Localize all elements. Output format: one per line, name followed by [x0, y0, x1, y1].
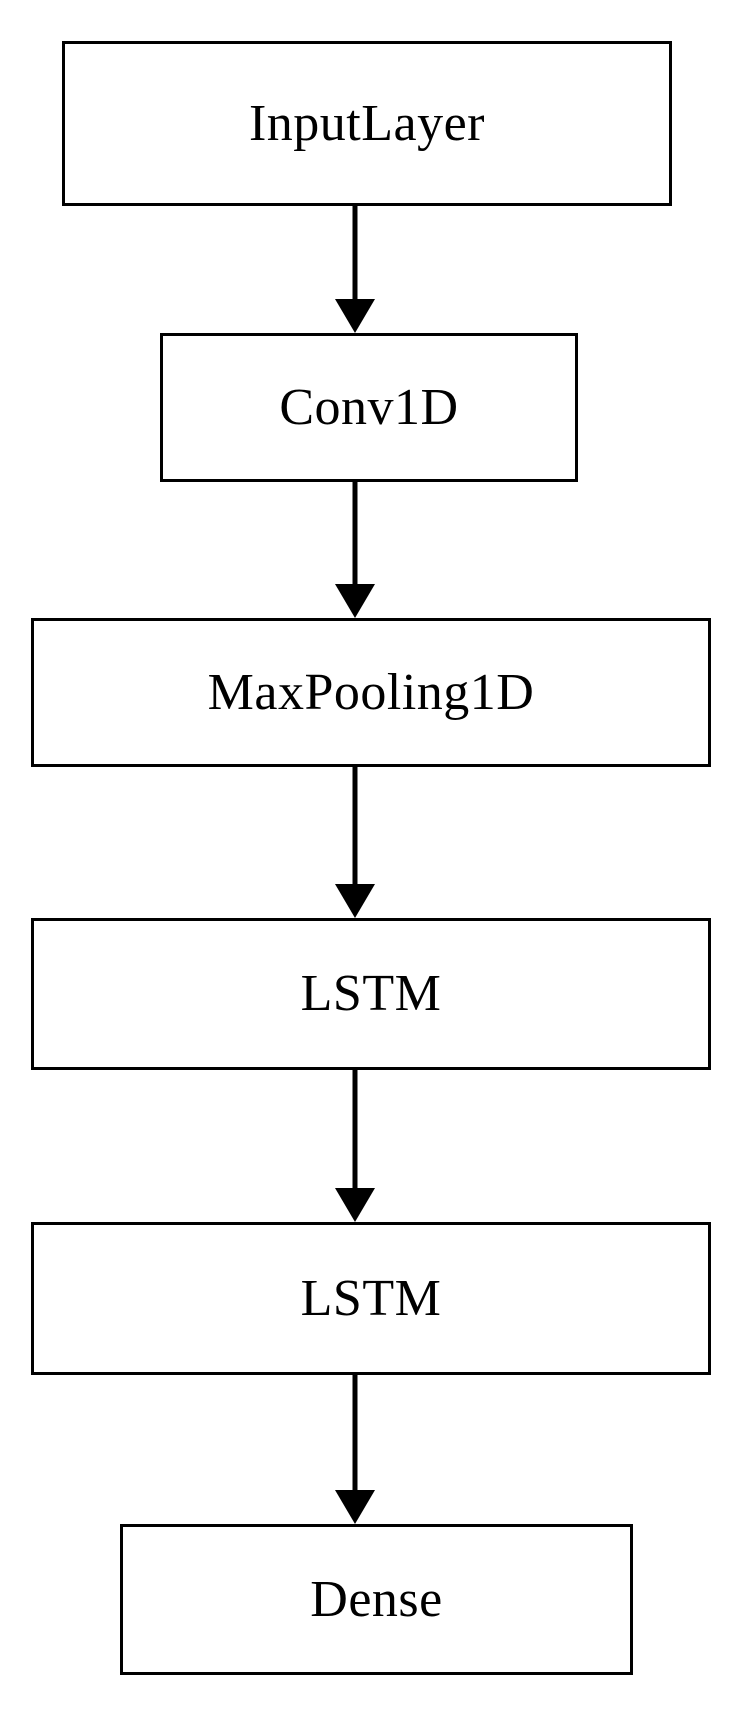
node-dense[interactable]: Dense: [120, 1524, 633, 1675]
node-lstm1[interactable]: LSTM: [31, 918, 711, 1070]
edge-maxpooling1d-lstm1: [335, 767, 375, 918]
edge-conv1d-maxpooling1d: [335, 482, 375, 618]
edge-lstm1-lstm2: [335, 1070, 375, 1222]
node-label-lstm2: LSTM: [300, 1269, 442, 1327]
node-label-lstm1: LSTM: [300, 965, 442, 1022]
edge-lstm2-dense: [335, 1375, 375, 1524]
node-lstm2[interactable]: LSTM: [31, 1222, 711, 1375]
edge-inputlayer-conv1d: [335, 206, 375, 333]
node-maxpooling1d[interactable]: MaxPooling1D: [31, 618, 711, 767]
node-label-conv1d: Conv1D: [279, 378, 459, 436]
node-label-maxpooling1d: MaxPooling1D: [207, 663, 535, 721]
node-label-inputlayer: InputLayer: [248, 94, 485, 152]
node-conv1d[interactable]: Conv1D: [160, 333, 578, 482]
node-inputlayer[interactable]: InputLayer: [62, 41, 672, 206]
node-label-dense: Dense: [310, 1570, 443, 1628]
